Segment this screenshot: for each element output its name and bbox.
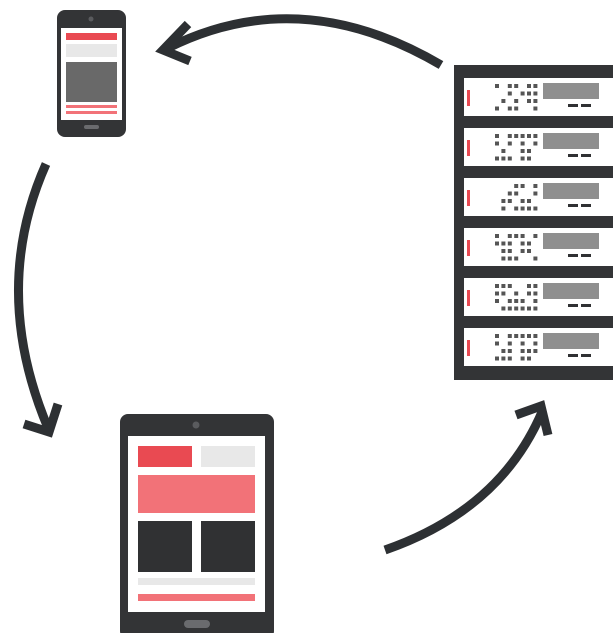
server-status-led <box>467 340 470 356</box>
server-unit <box>464 228 613 266</box>
server-display-panel <box>543 183 599 199</box>
server-indicator <box>568 104 578 107</box>
server-display-panel <box>543 133 599 149</box>
server-status-led <box>467 290 470 306</box>
server-display-panel <box>543 333 599 349</box>
server-vent-dots <box>495 234 538 261</box>
server-display-panel <box>543 283 599 299</box>
server-unit <box>464 328 613 366</box>
server-indicator <box>581 254 591 257</box>
arrow-tablet-to-server <box>383 400 553 555</box>
arrow-server-to-phone <box>155 14 444 69</box>
server-unit <box>464 178 613 216</box>
cycle-arrows <box>14 14 553 555</box>
server-status-led <box>467 140 470 156</box>
server-indicator <box>568 304 578 307</box>
arrow-phone-to-tablet <box>14 162 63 438</box>
server-vent-dots <box>495 284 538 311</box>
server-indicator <box>568 204 578 207</box>
server-indicator <box>568 154 578 157</box>
server-indicator <box>581 354 591 357</box>
server-vent-dots <box>495 84 538 111</box>
server-vent-dots <box>501 184 538 211</box>
server-unit <box>464 278 613 316</box>
server-rack-icon <box>454 65 613 380</box>
server-indicator <box>568 354 578 357</box>
server-vent-dots <box>495 334 538 361</box>
server-unit <box>464 78 613 116</box>
server-indicator <box>581 204 591 207</box>
server-status-led <box>467 240 470 256</box>
server-unit <box>464 128 613 166</box>
tablet-icon <box>120 414 274 633</box>
server-status-led <box>467 190 470 206</box>
server-vent-dots <box>495 134 538 161</box>
server-display-panel <box>543 83 599 99</box>
server-status-led <box>467 90 470 106</box>
server-indicator <box>568 254 578 257</box>
server-indicator <box>581 104 591 107</box>
server-display-panel <box>543 233 599 249</box>
smartphone-icon <box>57 10 126 137</box>
server-indicator <box>581 154 591 157</box>
server-indicator <box>581 304 591 307</box>
